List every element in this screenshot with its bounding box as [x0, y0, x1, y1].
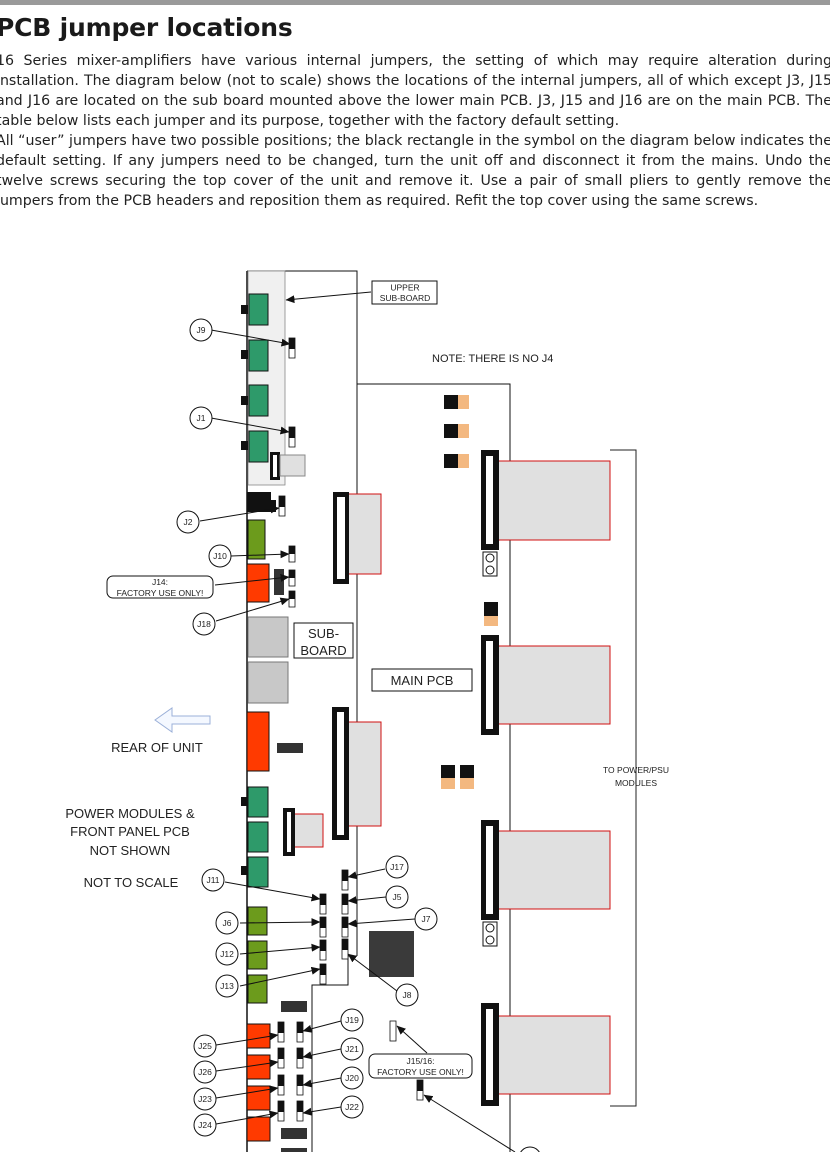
j24-label: J24: [198, 1120, 212, 1130]
j7-label: J7: [422, 914, 431, 924]
power-modules-line-1: POWER MODULES &: [65, 806, 195, 821]
jumper-callouts: [176, 318, 540, 1152]
j9-label: J9: [197, 325, 206, 335]
j25-label: J25: [198, 1041, 212, 1051]
rear-of-unit-label: REAR OF UNIT: [111, 740, 203, 755]
to-power-label-2: MODULES: [615, 778, 657, 788]
rear-arrow: [154, 707, 211, 733]
instructions-paragraph: All “user” jumpers have two possible pos…: [0, 133, 830, 209]
j8-label: J8: [403, 990, 412, 1000]
j11-label: J11: [206, 875, 219, 885]
sub-board-label: SUB- BOARD: [293, 622, 354, 659]
svg-text:SUB-BOARD: SUB-BOARD: [380, 293, 431, 303]
j13-label: J13: [220, 981, 234, 991]
power-modules-line-2: FRONT PANEL PCB: [70, 824, 190, 839]
svg-text:J15/16:: J15/16:: [407, 1056, 435, 1066]
j21-label: J21: [345, 1044, 359, 1054]
ic-chip: [369, 931, 414, 977]
jumper-default-marks: [278, 338, 423, 1112]
psu-bracket: [610, 449, 637, 1107]
svg-text:MAIN PCB: MAIN PCB: [391, 673, 454, 688]
svg-text:J14:: J14:: [152, 577, 168, 587]
svg-text:BOARD: BOARD: [300, 643, 346, 658]
j2-label: J2: [184, 517, 193, 527]
j17-label: J17: [390, 862, 404, 872]
svg-text:SUB-: SUB-: [308, 626, 339, 641]
j18-label: J18: [197, 619, 211, 629]
j26-label: J26: [198, 1067, 212, 1077]
top-rule: [0, 0, 830, 5]
j12-label: J12: [220, 949, 234, 959]
j20-label: J20: [345, 1073, 359, 1083]
j1-label: J1: [197, 413, 206, 423]
svg-text:UPPER: UPPER: [390, 283, 419, 293]
j10-label: J10: [213, 551, 227, 561]
main-pcb-label: MAIN PCB: [371, 668, 473, 692]
page-title: PCB jumper locations: [0, 13, 293, 42]
black-connector: [247, 492, 271, 512]
j15-j16-note-label: J15/16: FACTORY USE ONLY!: [368, 1053, 473, 1079]
j19-label: J19: [345, 1015, 359, 1025]
not-to-scale-label: NOT TO SCALE: [84, 875, 179, 890]
j5-label: J5: [393, 892, 402, 902]
main-pcb-pads: [441, 395, 498, 789]
svg-text:FACTORY USE ONLY!: FACTORY USE ONLY!: [377, 1067, 464, 1077]
j14-note-label: J14: FACTORY USE ONLY!: [106, 575, 214, 599]
upper-sub-board-label: UPPER SUB-BOARD: [371, 280, 438, 305]
no-j4-note: NOTE: THERE IS NO J4: [432, 353, 553, 365]
upper-connectors: [241, 293, 269, 463]
to-power-label-1: TO POWER/PSU: [603, 765, 669, 775]
j22-label: J22: [345, 1102, 359, 1112]
j23-label: J23: [198, 1094, 212, 1104]
j6-label: J6: [223, 918, 232, 928]
power-modules-line-3: NOT SHOWN: [90, 843, 171, 858]
main-pcb-headers: [481, 450, 611, 1106]
svg-text:FACTORY USE ONLY!: FACTORY USE ONLY!: [117, 588, 204, 598]
intro-paragraph: 16 Series mixer-amplifiers have various …: [0, 53, 830, 129]
